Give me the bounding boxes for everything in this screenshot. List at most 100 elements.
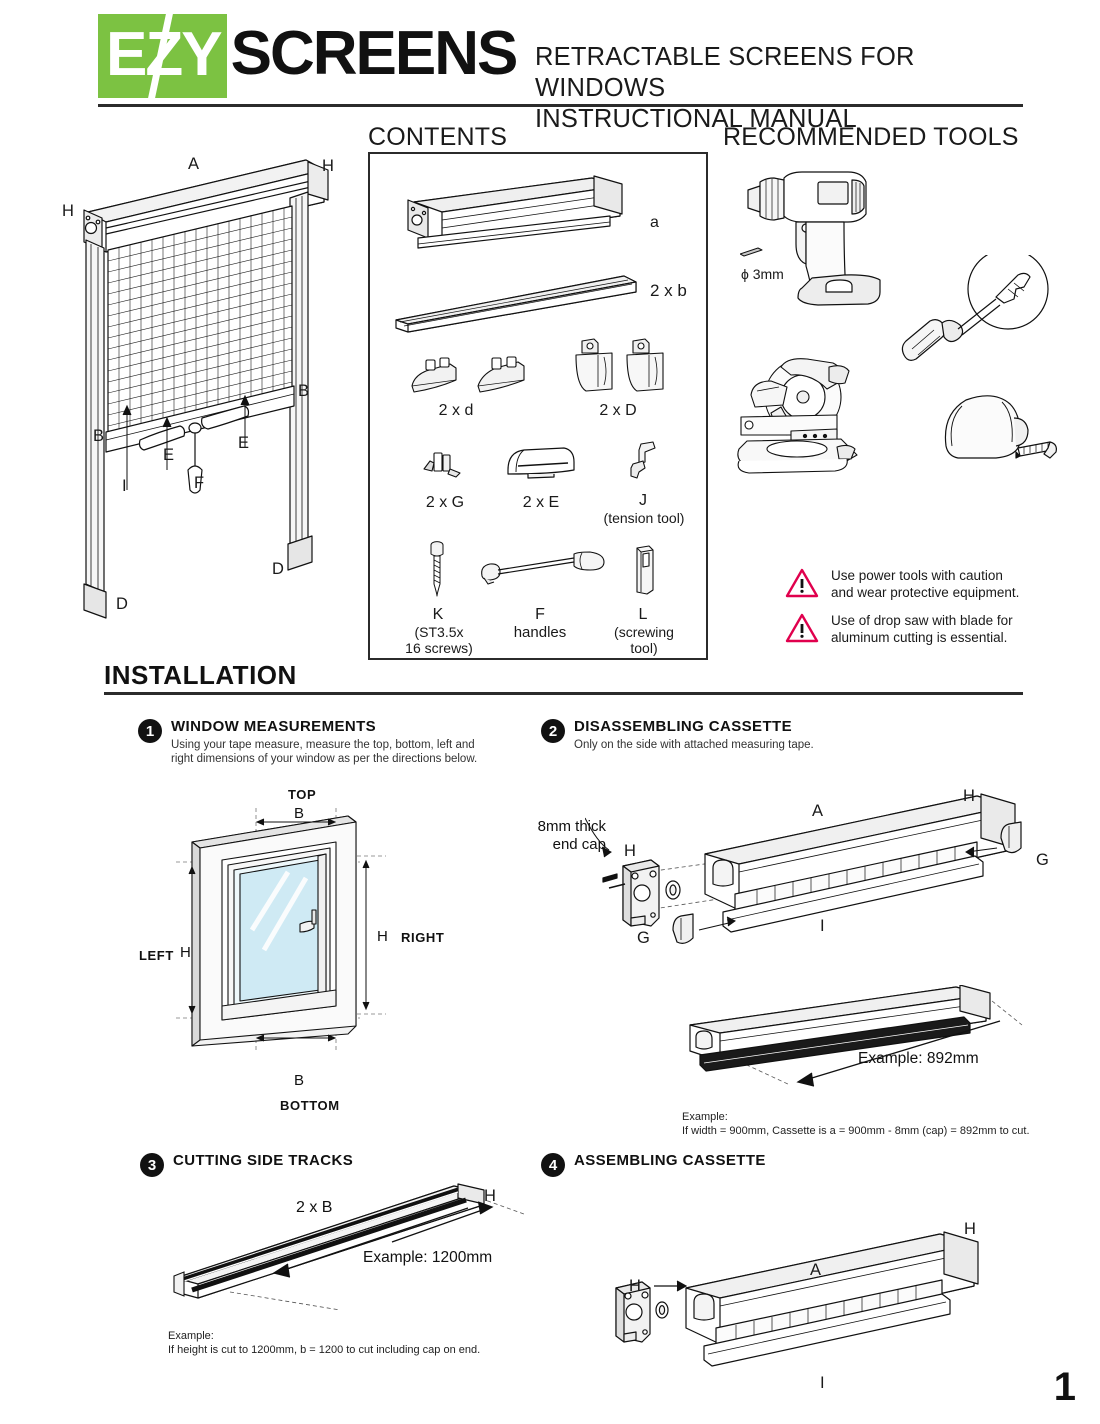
step-1-sub-line2: right dimensions of your window as per t…	[171, 753, 478, 765]
installation-divider	[104, 692, 1023, 695]
screwdriver-illustration	[890, 255, 1060, 365]
step3-note-line2: If height is cut to 1200mm, b = 1200 to …	[168, 1344, 481, 1356]
cassette-assembly-illustration	[608, 1230, 1028, 1405]
contents-label-J: J	[639, 492, 647, 509]
hero-label-a: A	[188, 155, 200, 173]
step1-label-top: TOP	[288, 787, 317, 802]
step-3-number: 3	[140, 1153, 164, 1177]
step-1-title: WINDOW MEASUREMENTS	[171, 718, 377, 735]
contents-label-2xG: 2 x G	[425, 494, 465, 511]
contents-cap-small-art-2	[474, 354, 528, 396]
step-4-title: ASSEMBLING CASSETTE	[574, 1152, 766, 1169]
contents-sub-J: (tension tool)	[603, 510, 685, 526]
contents-label-a: a	[650, 214, 659, 231]
contents-label-2xd: 2 x d	[438, 402, 474, 419]
contents-sub-L-line2: tool)	[630, 640, 658, 656]
warning-power-tools-text: Use power tools with caution and wear pr…	[831, 568, 1019, 601]
hero-label-i: I	[122, 477, 127, 495]
hero-label-d-left: D	[116, 595, 128, 613]
hero-label-e-left: E	[163, 446, 175, 464]
step2-label-a: A	[812, 802, 824, 820]
step4-label-h-left: H	[629, 1277, 641, 1295]
hero-label-b-right: B	[298, 382, 310, 400]
contents-bracket-art-2	[623, 337, 669, 395]
warning-triangle-icon	[785, 568, 819, 598]
step2-endcap-line2: end cap	[552, 836, 606, 853]
contents-track-art	[392, 272, 642, 334]
step-2-sub-line1: Only on the side with attached measuring…	[574, 739, 814, 751]
hero-label-e-right: E	[238, 434, 250, 452]
contents-sub-K-line1: (ST3.5x	[414, 624, 464, 640]
step3-note-line1: Example:	[168, 1330, 214, 1342]
contents-label-F: F	[535, 606, 545, 623]
step2-label-g-left: G	[637, 929, 650, 947]
hero-label-h-right: H	[322, 157, 334, 175]
contents-label-2xE: 2 x E	[522, 494, 560, 511]
tools-heading: RECOMMENDED TOOLS	[723, 123, 1019, 151]
hero-label-f: F	[194, 474, 205, 492]
step2-label-h-right: H	[963, 787, 975, 805]
page-header: EZY SCREENS RETRACTABLE SCREENS FOR WIND…	[98, 10, 1022, 133]
contents-heading: CONTENTS	[368, 123, 508, 151]
hero-label-d-right: D	[272, 560, 284, 578]
contents-endcap-cover-art	[502, 444, 580, 480]
contents-handle-art	[478, 546, 608, 588]
warning-1-line2: and wear protective equipment.	[831, 584, 1020, 600]
step-3-header: 3 CUTTING SIDE TRACKS	[140, 1152, 460, 1177]
hero-screen-illustration	[62, 140, 362, 640]
step2-label-g-right: G	[1036, 851, 1049, 869]
header-title-line1: RETRACTABLE SCREENS FOR WINDOWS	[535, 43, 915, 102]
contents-label-K: K	[432, 606, 444, 623]
warning-1-line1: Use power tools with caution	[831, 568, 1003, 583]
contents-tension-tool-art	[625, 440, 661, 482]
contents-sub-K-line2: 16 screws)	[405, 640, 473, 656]
contents-cap-small-art	[408, 356, 460, 396]
hero-label-h-left: H	[62, 202, 74, 220]
step1-label-b-top: B	[294, 805, 305, 822]
step2-label-h: H	[624, 842, 636, 860]
step-3-title: CUTTING SIDE TRACKS	[173, 1152, 354, 1169]
contents-label-2xD: 2 x D	[599, 402, 637, 419]
step2-endcap-line1: 8mm thick	[537, 818, 606, 835]
step4-label-h-right: H	[964, 1220, 976, 1238]
drill-bit-label: ϕ 3mm	[741, 266, 784, 282]
step-2-number: 2	[541, 719, 565, 743]
step4-label-i: I	[820, 1374, 825, 1392]
contents-box: a 2 x b	[368, 152, 708, 660]
contents-screw-art	[426, 540, 448, 602]
contents-sub-F: handles	[513, 624, 567, 641]
header-title-line2: INSTRUCTIONAL MANUAL	[535, 105, 857, 133]
step-2-title: DISASSEMBLING CASSETTE	[574, 718, 792, 735]
step-4-header: 4 ASSEMBLING CASSETTE	[541, 1152, 861, 1177]
step2-example-dim: Example: 892mm	[858, 1050, 979, 1067]
contents-label-L: L	[638, 606, 648, 623]
contents-sub-L-line1: (screwing	[614, 624, 674, 640]
step2-label-i: I	[820, 917, 825, 935]
window-measurement-illustration	[160, 800, 460, 1100]
step-1-sub-line1: Using your tape measure, measure the top…	[171, 739, 475, 751]
step-2-header: 2 DISASSEMBLING CASSETTE Only on the sid…	[541, 718, 901, 752]
step1-label-left: LEFT	[139, 948, 174, 963]
step2-note-line2: If width = 900mm, Cassette is a = 900mm …	[682, 1125, 1030, 1137]
header-divider	[98, 104, 1023, 107]
step-4-number: 4	[541, 1153, 565, 1177]
step1-label-h-right: H	[377, 928, 388, 945]
page-number: 1	[1053, 1365, 1076, 1409]
step1-label-h-left: H	[180, 944, 191, 961]
brand-logo: EZY SCREENS	[98, 10, 519, 102]
step1-label-b-bottom: B	[294, 1072, 305, 1089]
warning-power-tools: Use power tools with caution and wear pr…	[785, 568, 1035, 601]
logo-word: SCREENS	[230, 19, 519, 88]
contents-guide-clip-art	[420, 449, 464, 479]
header-titles: RETRACTABLE SCREENS FOR WINDOWS INSTRUCT…	[535, 42, 1022, 135]
logo-mark: EZY	[98, 10, 227, 102]
contents-screwing-tool-art	[629, 544, 657, 602]
step3-example-dim: Example: 1200mm	[363, 1249, 493, 1266]
step1-label-bottom: BOTTOM	[280, 1098, 340, 1113]
warning-2-line1: Use of drop saw with blade for	[831, 613, 1013, 628]
warning-drop-saw-text: Use of drop saw with blade for aluminum …	[831, 613, 1013, 646]
step4-label-a: A	[810, 1261, 822, 1279]
step-1-header: 1 WINDOW MEASUREMENTS Using your tape me…	[138, 718, 478, 766]
step2-note: Example: If width = 900mm, Cassette is a…	[682, 1110, 1042, 1138]
